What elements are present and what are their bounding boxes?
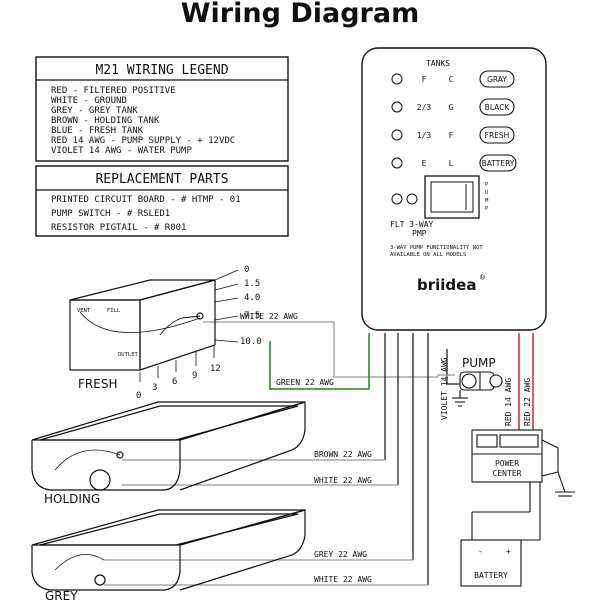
fresh-level-leaders xyxy=(214,269,239,343)
fresh-tick-3: 3 xyxy=(152,383,157,393)
legend-line-brown: BROWN - HOLDING TANK xyxy=(51,116,160,126)
pump-letter-p: P xyxy=(485,182,489,188)
holding-tank xyxy=(31,401,306,491)
fresh-button-label: FRESH xyxy=(485,131,510,140)
fresh-fill-label: FILL xyxy=(107,308,121,314)
row2-code: G xyxy=(449,103,454,112)
row3-level: 1/3 xyxy=(417,131,432,140)
brand-logo: briidea xyxy=(417,276,476,294)
parts-line-pcb: PRINTED CIRCUIT BOARD - # HTMP - 01 xyxy=(51,195,241,205)
registered-mark: ® xyxy=(480,273,485,282)
fresh-tick-6: 6 xyxy=(172,377,177,387)
fresh-tick-12: 12 xyxy=(210,364,221,374)
legend-heading: M21 WIRING LEGEND xyxy=(95,63,228,78)
gray-button-label: GRAY xyxy=(487,75,507,84)
fresh-outlet-label: OUTLET xyxy=(118,352,139,358)
wiring-legend-box: M21 WIRING LEGEND RED - FILTERED POSITIV… xyxy=(35,56,289,162)
battery xyxy=(460,482,541,587)
fresh-tank-label: FRESH xyxy=(78,377,117,391)
parts-line-resistor: RESISTOR PIGTAIL - # R001 xyxy=(51,223,186,233)
flt-label: FLT 3-WAY xyxy=(390,220,434,229)
water-pump xyxy=(452,371,503,407)
wire-label-grey: GREY 22 AWG xyxy=(314,550,367,559)
row1-code: C xyxy=(449,75,454,84)
pump-note-1: 3-WAY PUMP FUNCTIONALITY NOT xyxy=(390,245,483,251)
pump-letter-u: U xyxy=(485,190,488,196)
row3-code: F xyxy=(449,131,454,140)
legend-line-red: RED - FILTERED POSITIVE xyxy=(51,86,176,96)
fresh-bottom-ticks xyxy=(139,346,215,382)
row4-code: L xyxy=(449,159,454,168)
black-button[interactable] xyxy=(479,98,515,116)
fresh-tick-9: 9 xyxy=(192,371,197,381)
panel-wires xyxy=(104,321,534,586)
fresh-level-2: 4.0 xyxy=(244,293,260,303)
panel-row-4: E L BATTERY xyxy=(391,154,517,172)
wire-label-white-holding: WHITE 22 AWG xyxy=(314,476,372,485)
legend-line-grey: GREY - GREY TANK xyxy=(51,106,138,116)
fresh-level-0: 0 xyxy=(244,265,249,275)
row4-level: E xyxy=(422,159,427,168)
pump-note-2: AVAILABLE ON ALL MODELS xyxy=(390,252,466,258)
power-center-line2: CENTER xyxy=(493,469,522,478)
fresh-level-4: 10.0 xyxy=(240,337,262,347)
wire-label-brown: BROWN 22 AWG xyxy=(314,450,372,459)
panel-row-1: F C GRAY xyxy=(391,70,515,88)
row2-level: 2/3 xyxy=(417,103,432,112)
power-center-line1: POWER xyxy=(495,459,519,468)
fresh-vent-label: VENT xyxy=(77,308,91,314)
wire-label-red14: RED 14 AWG xyxy=(504,378,513,426)
battery-button[interactable] xyxy=(479,154,517,172)
panel-row-3: 1/3 F FRESH xyxy=(391,126,515,144)
holding-tank-label: HOLDING xyxy=(44,492,100,506)
panel-row-2: 2/3 G BLACK xyxy=(391,98,515,116)
row1-level: F xyxy=(422,75,427,84)
wire-label-white-grey: WHITE 22 AWG xyxy=(314,575,372,584)
flt-led xyxy=(391,193,403,205)
legend-line-white: WHITE - GROUND xyxy=(51,96,127,106)
pump-letter-m: M xyxy=(485,198,489,204)
pump-label: PUMP xyxy=(462,356,496,370)
battery-minus-label: - xyxy=(478,547,483,556)
pump-rocker-switch[interactable] xyxy=(424,175,480,219)
tanks-label: TANKS xyxy=(426,59,450,68)
pump-letter-p2: P xyxy=(485,206,489,212)
black-button-label: BLACK xyxy=(485,103,511,112)
wire-label-violet: VIOLET 14 AWG xyxy=(440,357,449,420)
battery-plus-label: + xyxy=(506,547,511,556)
wire-label-white-fresh: WHITE 22 AWG xyxy=(240,312,298,321)
parts-heading: REPLACEMENT PARTS xyxy=(95,172,228,187)
fresh-button[interactable] xyxy=(479,126,515,144)
page-title: Wiring Diagram xyxy=(181,0,419,29)
power-center xyxy=(471,429,575,497)
replacement-parts-box: REPLACEMENT PARTS PRINTED CIRCUIT BOARD … xyxy=(35,165,289,237)
battery-button-label: BATTERY xyxy=(482,159,515,168)
pmp-led xyxy=(406,193,418,205)
gray-button[interactable] xyxy=(479,70,515,88)
monitor-panel: TANKS F C GRAY 2/3 G BLACK 1/3 F FRESH E… xyxy=(361,47,547,331)
wire-label-red22: RED 22 AWG xyxy=(523,378,532,426)
legend-line-red14: RED 14 AWG - PUMP SUPPLY - + 12VDC xyxy=(51,136,235,146)
legend-line-violet: VIOLET 14 AWG - WATER PUMP xyxy=(51,146,192,156)
wire-label-green: GREEN 22 AWG xyxy=(276,378,334,387)
legend-line-blue: BLUE - FRESH TANK xyxy=(51,126,144,136)
fresh-level-1: 1.5 xyxy=(244,279,260,289)
parts-line-switch: PUMP SWITCH - # RSLED1 xyxy=(51,209,170,219)
fresh-level-3: 7.5 xyxy=(244,311,260,321)
grey-tank-label: GREY xyxy=(45,589,78,603)
pmp-label: PMP xyxy=(412,229,427,238)
fresh-tick-0: 0 xyxy=(136,391,141,401)
battery-label: BATTERY xyxy=(474,571,508,580)
grey-tank xyxy=(31,509,306,591)
fresh-tank xyxy=(69,279,216,371)
